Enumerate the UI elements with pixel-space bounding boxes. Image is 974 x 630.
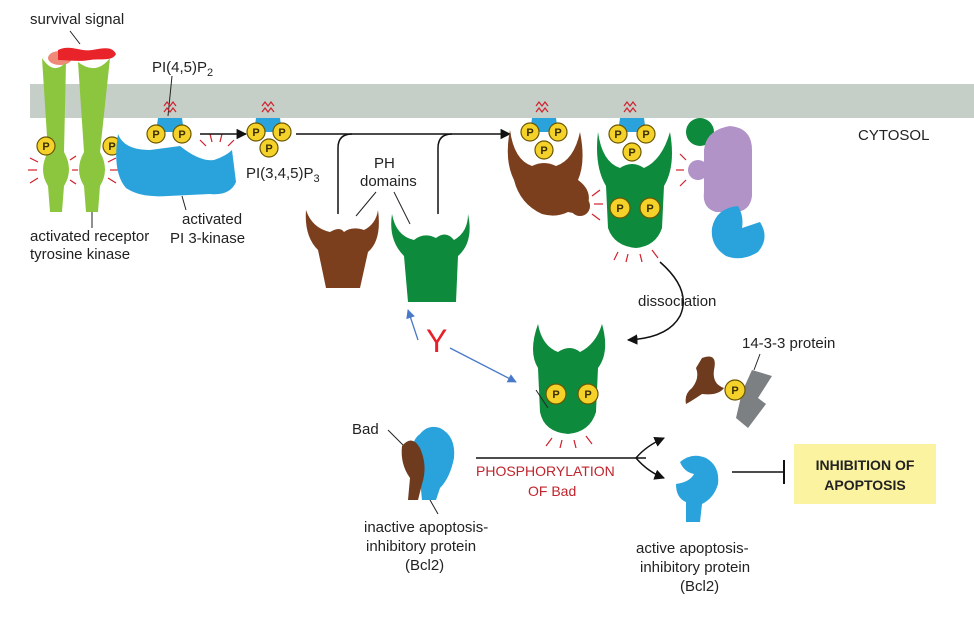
svg-text:P: P: [642, 129, 649, 141]
active-bcl2-label-line1: active apoptosis-: [636, 540, 749, 557]
y-mark: Y: [426, 323, 447, 359]
svg-text:P: P: [584, 389, 591, 401]
pdk-activity-rays: [591, 189, 603, 221]
svg-text:P: P: [42, 141, 49, 153]
pdk-lipid-phosphates: P P P: [520, 122, 568, 160]
bad-leader: [387, 429, 405, 447]
phosphorylation-label-line2: OF Bad: [528, 483, 576, 499]
akt-released-phosphates: P P: [545, 383, 599, 405]
svg-text:P: P: [616, 203, 623, 215]
inactive-bcl2-label-line1: inactive apoptosis-: [364, 519, 488, 536]
svg-text:P: P: [552, 389, 559, 401]
inactive-bcl2-leader: [429, 499, 439, 515]
fork-arrow-down: [635, 457, 665, 480]
akt-activity-rays: [613, 249, 659, 263]
akt-inactive: [391, 214, 470, 302]
bad-phosphate: P: [724, 379, 746, 401]
svg-text:P: P: [278, 127, 285, 139]
bad-label: Bad: [352, 421, 379, 438]
active-bcl2-label-line2: inhibitory protein: [640, 559, 750, 576]
inhibition-box: [794, 444, 936, 504]
bcl2-active: [676, 455, 719, 522]
purple-protein-knob: [688, 160, 708, 180]
svg-text:P: P: [252, 127, 259, 139]
bad-protein-bound: [401, 440, 425, 500]
pi45p2-label: PI(4,5)P2: [152, 59, 213, 79]
plasma-membrane: [30, 84, 974, 118]
pi3k-label-line2: PI 3-kinase: [170, 230, 245, 247]
inactive-bcl2-label-line2: inhibitory protein: [366, 538, 476, 555]
pi345p3-label: PI(3,4,5)P3: [246, 165, 320, 185]
svg-text:P: P: [178, 129, 185, 141]
pi3k-label-line1: activated: [182, 211, 242, 228]
blue-arrow-to-released-akt: [449, 347, 517, 383]
ph-domains-label-line1: PH: [374, 155, 395, 172]
svg-text:P: P: [265, 143, 272, 155]
dissociation-arrow: [626, 261, 684, 345]
pdk-active: [507, 130, 589, 216]
pdk-kinase-knob: [570, 196, 590, 216]
pi3k-activity-rays: [199, 133, 235, 147]
receptor-label-line1: activated receptor: [30, 228, 149, 245]
pi45p2-lipid: P P: [146, 101, 192, 144]
dissociation-label: dissociation: [638, 293, 716, 310]
cytosol-label: CYTOSOL: [858, 127, 929, 144]
akt-released-rays: [545, 435, 593, 449]
ph-domains-label-line2: domains: [360, 173, 417, 190]
akt-released: [533, 324, 606, 434]
akt-active: [597, 132, 672, 248]
svg-text:P: P: [554, 127, 561, 139]
pi345p3-lipid: P P P: [246, 101, 292, 158]
receptor-phosphate-left: P: [36, 136, 56, 156]
protein-1433: [736, 370, 772, 428]
ph-leader-left: [355, 191, 377, 217]
purple-activity-rays: [676, 153, 687, 187]
pi3k-leader: [181, 195, 187, 211]
mtorc2-green-subunit: [686, 118, 714, 146]
pi3-kinase: [116, 134, 236, 197]
svg-text:P: P: [646, 203, 653, 215]
akt-active-phosphates: P P: [609, 197, 661, 219]
akt-recruit-line: [437, 133, 453, 214]
survival-signal-leader: [69, 30, 81, 45]
svg-text:P: P: [731, 385, 738, 397]
svg-text:P: P: [628, 147, 635, 159]
inhibition-label-line2: APOPTOSIS: [824, 477, 905, 493]
purple-protein: [703, 126, 752, 212]
akt-lipid-phosphates: P P P: [608, 124, 656, 162]
svg-text:P: P: [152, 129, 159, 141]
svg-text:P: P: [108, 141, 115, 153]
inhibition-label-line1: INHIBITION OF: [816, 457, 915, 473]
svg-text:P: P: [540, 145, 547, 157]
phosphorylation-label-line1: PHOSPHORYLATION: [476, 463, 615, 479]
survival-signal-label: survival signal: [30, 11, 124, 28]
svg-text:P: P: [614, 129, 621, 141]
receptor-label-line2: tyrosine kinase: [30, 246, 130, 263]
akt-leader: [535, 389, 549, 409]
blue-subunit: [711, 206, 765, 259]
ph-leader-right: [393, 191, 411, 225]
receptor-tyrosine-kinase: [28, 58, 118, 212]
bad-phosphorylated: [685, 356, 724, 404]
survival-signal-ligand: [48, 47, 116, 65]
svg-text:P: P: [526, 127, 533, 139]
protein-1433-leader: [753, 353, 761, 371]
protein-1433-label: 14-3-3 protein: [742, 335, 835, 352]
pdk-inactive: [305, 210, 379, 288]
inactive-bcl2-label-line3: (Bcl2): [405, 557, 444, 574]
pdk-recruit-line: [337, 133, 353, 214]
blue-arrow-to-akt: [406, 309, 419, 341]
active-bcl2-label-line3: (Bcl2): [680, 578, 719, 595]
fork-arrow-up: [635, 437, 665, 459]
